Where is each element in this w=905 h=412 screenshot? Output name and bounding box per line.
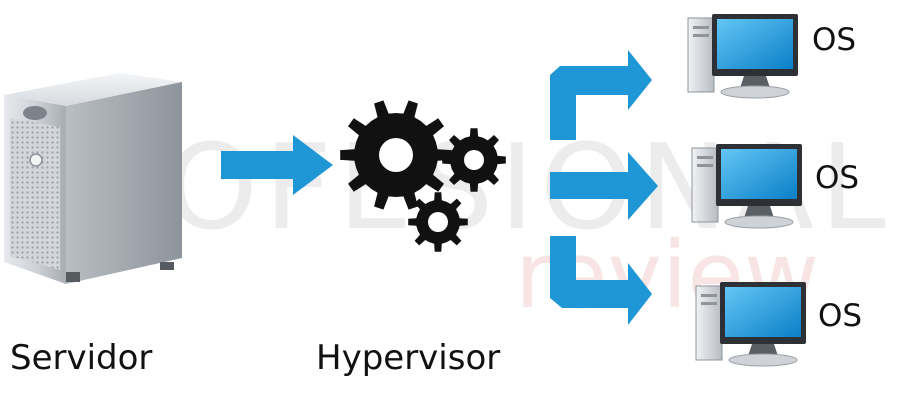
arrow-to-os-middle: [550, 152, 658, 220]
monitor-stand: [744, 206, 774, 218]
gears-icon: [340, 100, 506, 252]
computer-icon: [695, 282, 806, 367]
monitor-screen: [717, 19, 793, 69]
monitor-stand: [740, 76, 770, 88]
branch-arrows: [550, 50, 658, 325]
tower-slot: [697, 156, 713, 159]
computer-icon: [691, 144, 802, 229]
tower-slot: [701, 294, 717, 297]
tower-slot: [693, 34, 709, 37]
monitor-screen: [725, 287, 801, 337]
arrow-to-os-top: [550, 50, 652, 140]
monitor-stand: [748, 344, 778, 356]
arrow-to-hypervisor: [221, 135, 333, 195]
monitor-base: [728, 353, 798, 367]
server-label: Servidor: [10, 338, 153, 378]
monitor-base: [724, 215, 794, 229]
tower-slot: [693, 26, 709, 29]
tower-slot: [701, 302, 717, 305]
tower-slot: [697, 164, 713, 167]
tower-case: [687, 17, 715, 93]
hypervisor-label: Hypervisor: [316, 338, 501, 378]
server-icon: [4, 73, 182, 284]
computer-icon: [687, 14, 798, 99]
os-label: OS: [815, 160, 860, 196]
tower-case: [691, 147, 719, 223]
os-label: OS: [818, 298, 863, 334]
gear-hole: [428, 212, 448, 232]
gear-hole: [379, 138, 413, 172]
arrow-to-os-bottom: [550, 236, 652, 325]
os-label: OS: [812, 22, 857, 58]
monitor-screen: [721, 149, 797, 199]
monitor-base: [720, 85, 790, 99]
tower-case: [695, 285, 723, 361]
gear-hole: [464, 150, 484, 170]
